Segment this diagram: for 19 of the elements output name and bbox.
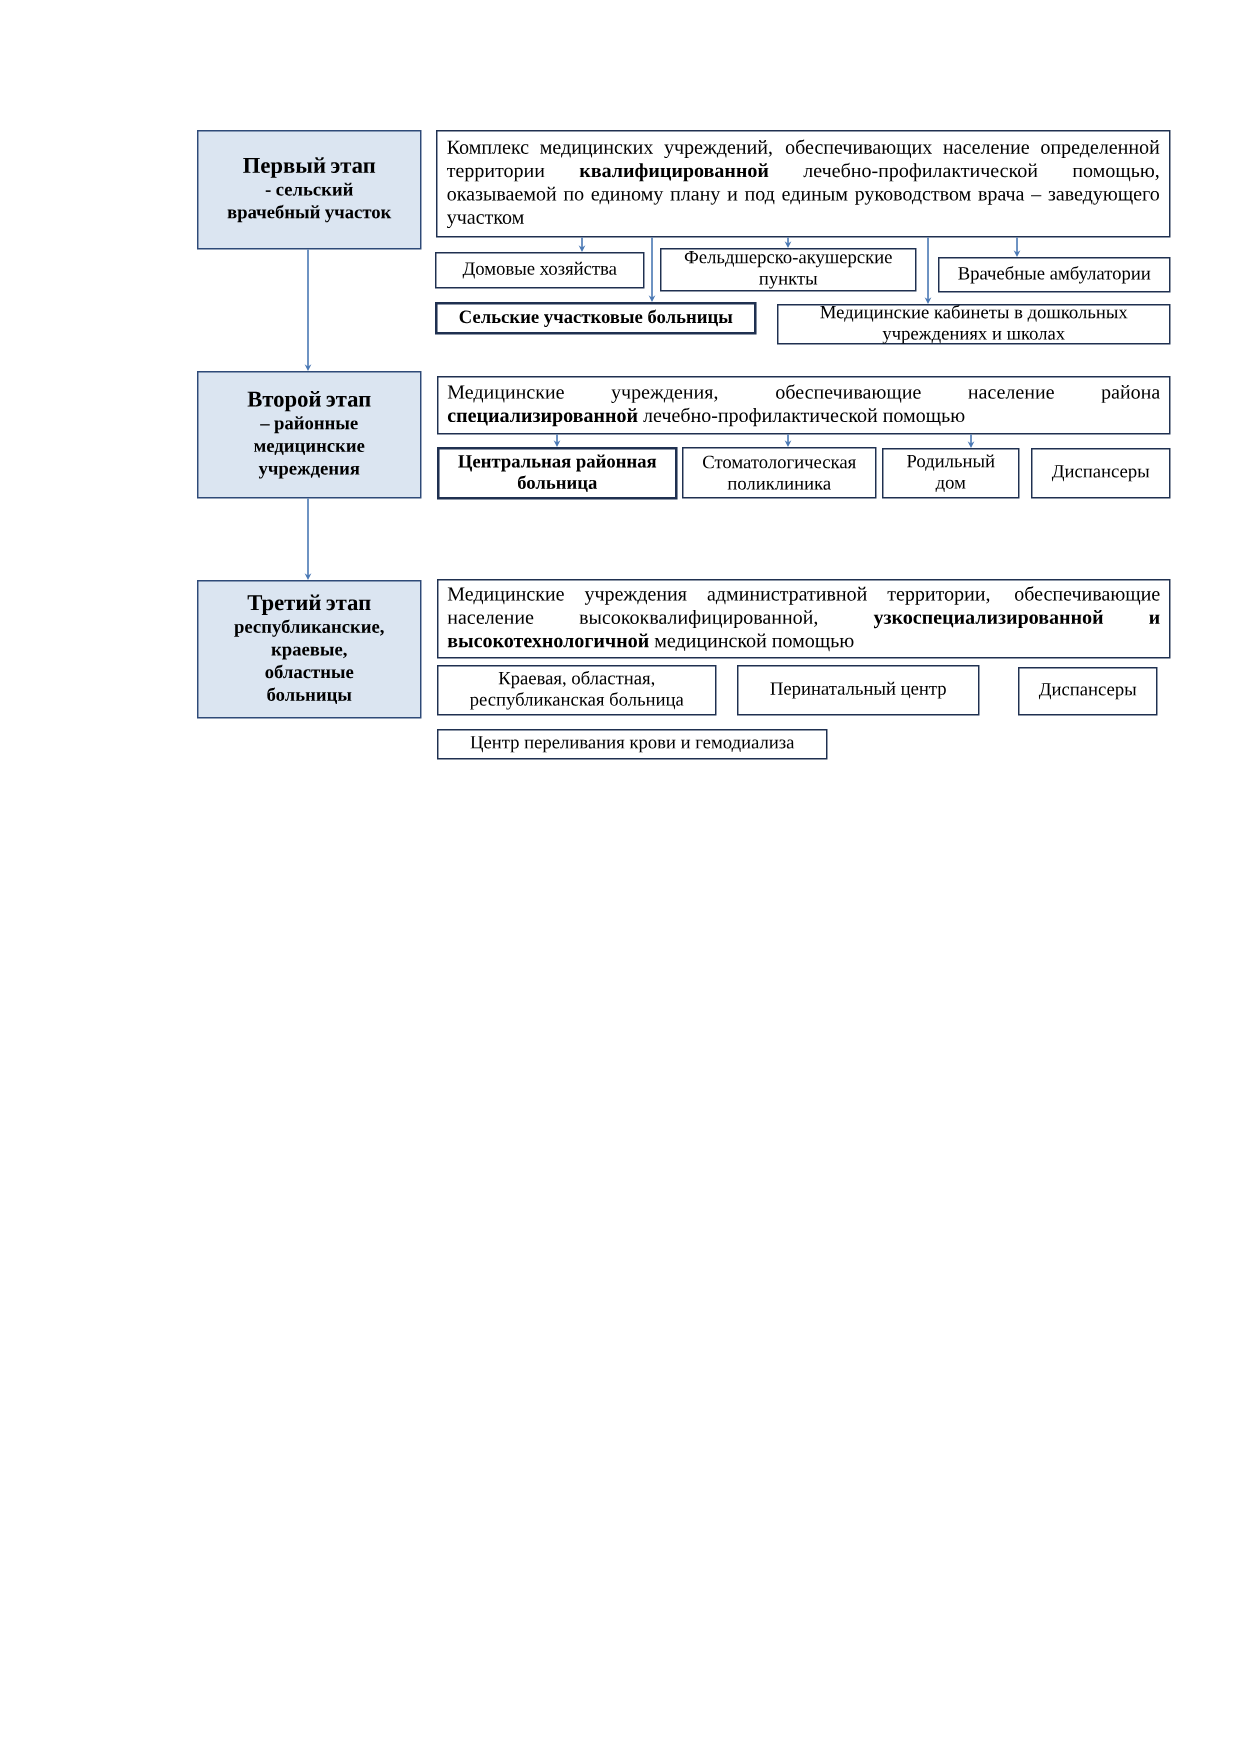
institution-box: Сельские участковые больницы	[435, 302, 757, 335]
description-box: Медицинские учреждения административной территории, обеспечивающие население высококвалифицированной, узкоспециализированной и высокотехнологичной медицинской помощью	[437, 579, 1171, 659]
institution-box: Краевая, областная, республиканская больница	[437, 665, 717, 716]
institution-box: Центр переливания крови и гемодиализа	[437, 729, 828, 760]
stage-box: Третий этап республиканские, краевые, областные больницы	[197, 580, 422, 719]
stage-box: Второй этап – районные медицинские учреждения	[197, 371, 422, 499]
stage-box: Первый этап - сельский врачебный участок	[197, 130, 422, 250]
institution-box: Фельдшерско-акушерские пункты	[660, 248, 917, 292]
description-box: Медицинские учреждения, обеспечивающие население района специализированной лечебно-профилактической помощью	[437, 376, 1171, 435]
institution-box: Центральная районная больница	[437, 447, 678, 500]
institution-box: Медицинские кабинеты в дошкольных учреждениях и школах	[777, 304, 1171, 345]
institution-box: Диспансеры	[1031, 448, 1171, 499]
institution-box: Диспансеры	[1018, 667, 1158, 716]
institution-box: Домовые хозяйства	[435, 252, 645, 289]
institution-box: Стоматологическая поликлиника	[682, 447, 877, 499]
description-box: Комплекс медицинских учреждений, обеспечивающих население определенной территории квалифицированной лечебно-профилактической помощью, оказываемой по единому плану и под единым руководством врача – заведующего участком	[436, 130, 1171, 238]
institution-box: Перинатальный центр	[737, 665, 980, 716]
institution-box: Родильный дом	[882, 448, 1020, 499]
institution-box: Врачебные амбулатории	[938, 257, 1171, 293]
